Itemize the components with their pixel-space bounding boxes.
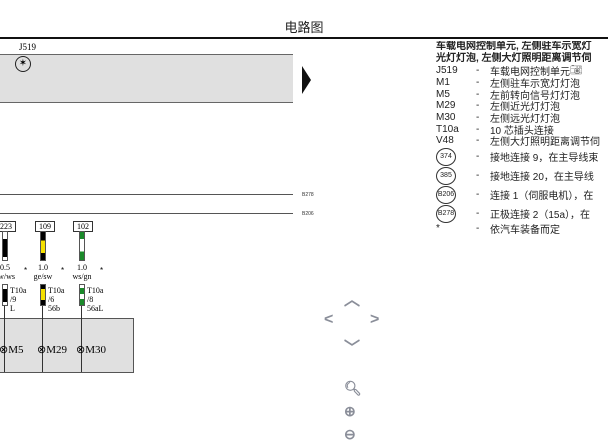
divider (0, 37, 608, 39)
wire-id[interactable]: 223 (0, 221, 16, 232)
wire-strip (79, 231, 85, 261)
legend-item: V48-左侧大灯照明距离调节伺 (436, 135, 600, 149)
lamp-housing (0, 318, 134, 373)
legend-item: 385-接地连接 20，在主导线 (436, 166, 608, 185)
optional-marker: * (24, 266, 28, 275)
legend-item: 374-接地连接 9，在主导线束 (436, 147, 608, 166)
pan-left-icon[interactable]: < (324, 311, 334, 328)
wire-strip (2, 231, 8, 261)
legend-item: J519-车载电网控制单元 📷︎ (436, 65, 583, 79)
bulb-icon: ⊗ (37, 344, 47, 356)
optional-marker: * (100, 266, 104, 275)
wire-gauge: 0.5sw/ws (0, 263, 15, 281)
optional-marker: * (61, 266, 65, 275)
legend-item: T10a-10 芯插头连接 (436, 123, 554, 137)
wire-strip (40, 284, 46, 306)
wire-strip (40, 231, 46, 261)
legend-item: M29-左侧近光灯灯泡 (436, 100, 560, 114)
bulb-icon: ⊗ (0, 344, 9, 356)
legend-heading: 车载电网控制单元, 左侧驻车示宽灯 (436, 41, 592, 52)
bulb-icon: ⊗ (76, 344, 86, 356)
wire-strip (2, 284, 8, 306)
bus-line-b278 (0, 194, 293, 195)
page-title: 电路图 (284, 20, 324, 35)
component-band-j519 (0, 54, 293, 75)
bus-label: B206 (302, 211, 314, 217)
pan-right-icon[interactable]: > (370, 311, 380, 328)
connection-circle: B206 (436, 185, 456, 204)
component-band (0, 74, 293, 103)
legend-item: M30-左侧远光灯灯泡 (436, 112, 560, 126)
camera-icon[interactable]: 📷︎ (570, 65, 583, 77)
lamp-m30[interactable]: ⊗M30 (76, 344, 106, 356)
zoom-out-icon[interactable]: ⊖ (344, 426, 356, 442)
lamp-m5[interactable]: ⊗M5 (0, 344, 24, 356)
control-unit-icon[interactable]: ✶ (15, 56, 31, 72)
bus-label: B278 (302, 192, 314, 198)
legend-item: B206-连接 1（伺服电机），在 (436, 185, 608, 204)
legend-item: *-依汽车装备而定 (436, 223, 560, 235)
connection-circle: 385 (436, 166, 456, 185)
connection-circle: 374 (436, 147, 456, 166)
next-page-arrow-icon[interactable] (302, 66, 311, 94)
zoom-in-icon[interactable]: ⊕ (344, 403, 356, 419)
legend-panel: 车载电网控制单元, 左侧驻车示宽灯 光灯灯泡, 左侧大灯照明距离调节伺 J519… (436, 41, 608, 235)
wire-strip (79, 284, 85, 306)
pan-down-icon[interactable]: ﹀ (344, 340, 361, 357)
pan-up-icon[interactable]: ︿ (344, 292, 361, 309)
legend-heading: 光灯灯泡, 左侧大灯照明距离调节伺 (436, 53, 592, 64)
legend-item: M1-左侧驻车示宽灯灯泡 (436, 77, 580, 91)
lamp-m29[interactable]: ⊗M29 (37, 344, 67, 356)
zoom-reset-icon[interactable]: 🔍︎ (344, 380, 362, 396)
bus-line-b206 (0, 213, 293, 214)
legend-item: M5-左前转向信号灯灯泡 (436, 88, 580, 102)
component-label: J519 (19, 42, 37, 52)
connection-circle: B278 (436, 204, 456, 223)
legend-item: B278-正极连接 2（15a），在 (436, 204, 608, 223)
